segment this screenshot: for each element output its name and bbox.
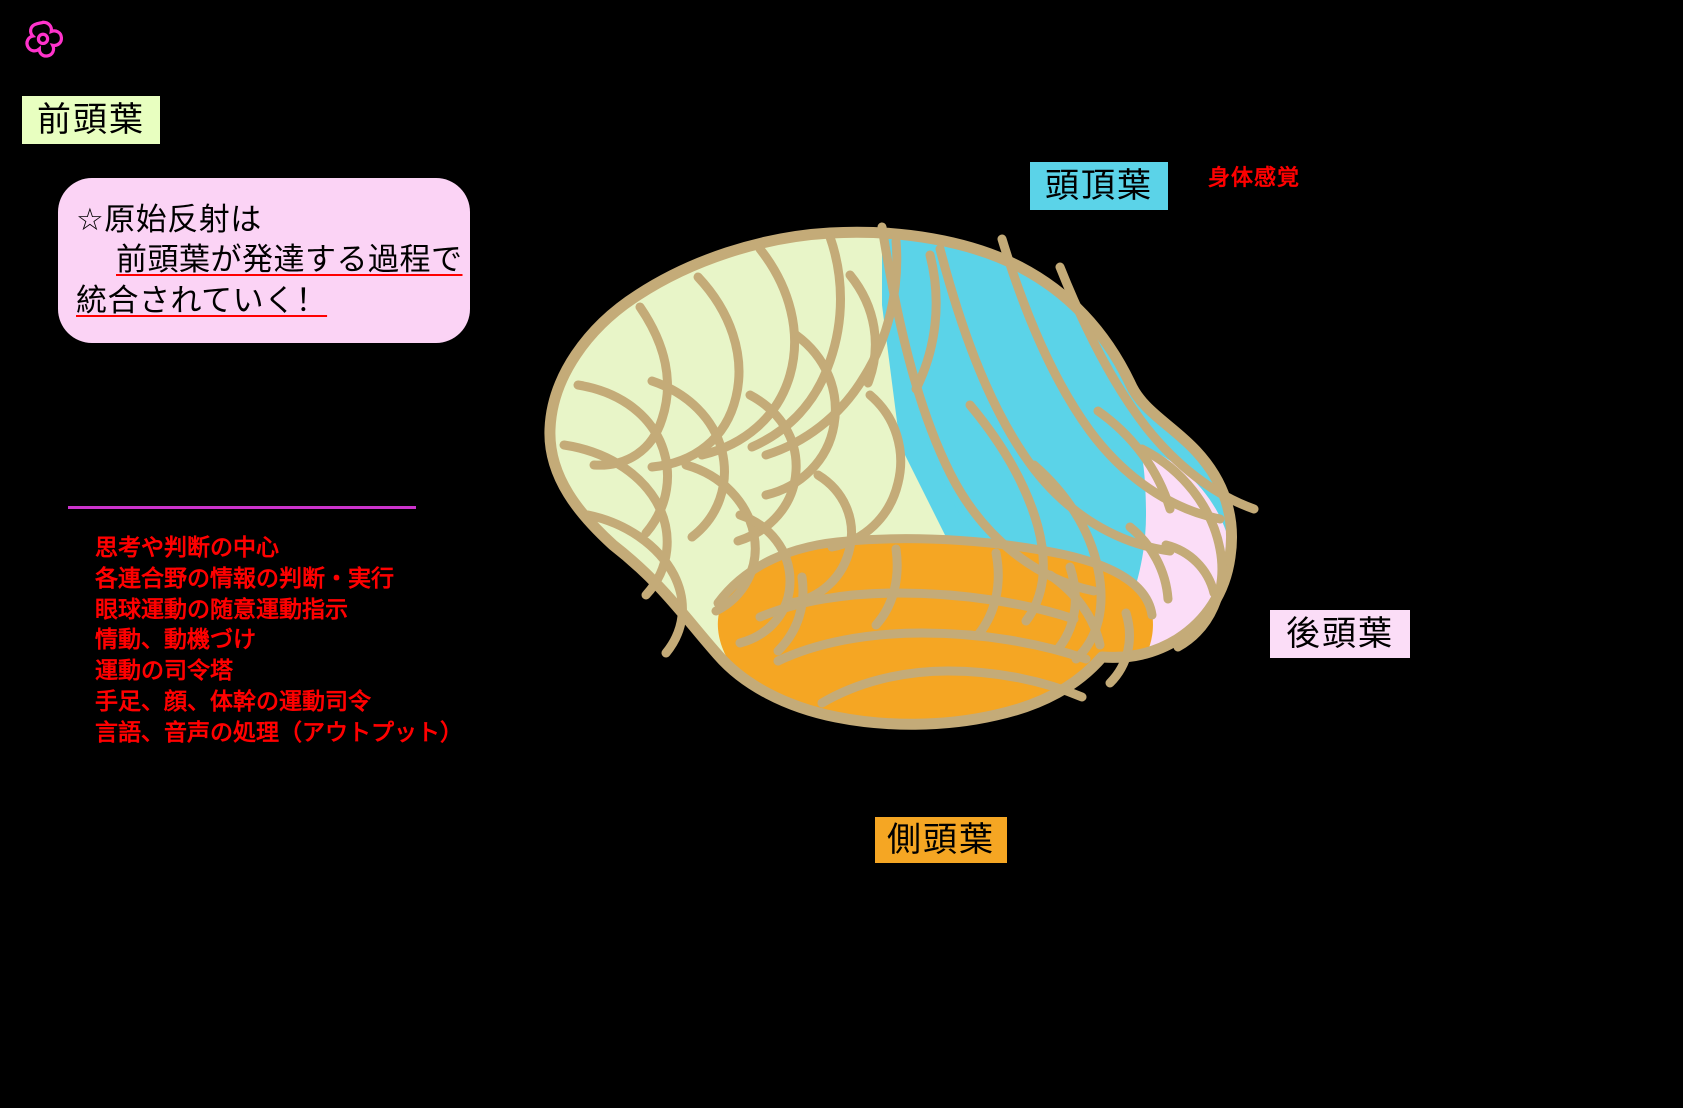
label-parietal-lobe: 頭頂葉 (1030, 162, 1168, 210)
list-item: 思考や判断の中心 (95, 535, 279, 561)
label-somatic-sensation: 身体感覚 (1208, 166, 1301, 191)
list-item: 眼球運動の随意運動指示 (95, 596, 348, 623)
callout-line-3-wrap: 統合されていく！ (76, 281, 452, 321)
callout-line-1: ☆原始反射は (76, 202, 262, 238)
label-parietal-lobe-text: 頭頂葉 (1045, 166, 1153, 206)
callout-line-2: 前頭葉が発達する過程で (116, 242, 463, 279)
label-temporal-lobe: 側頭葉 (875, 817, 1007, 863)
divider-rule (68, 506, 416, 509)
callout-line-2-wrap: 前頭葉が発達する過程で (76, 240, 462, 280)
label-frontal-lobe-text: 前頭葉 (37, 100, 145, 140)
brain-lateral-view-diagram (544, 222, 1259, 730)
list-item: 情動、動機づけ (95, 627, 256, 654)
frontal-lobe-function-list: 思考や判断の中心 各連合野の情報の判断・実行 眼球運動の随意運動指示 情動、動機… (95, 533, 575, 749)
list-item: 各連合野の情報の判断・実行 (95, 565, 394, 592)
list-item: 運動の司令塔 (95, 658, 233, 685)
callout-line-3: 統合されていく！ (76, 282, 328, 319)
label-frontal-lobe: 前頭葉 (22, 96, 160, 144)
label-occipital-lobe-text: 後頭葉 (1286, 614, 1394, 654)
brain-sulci-lines (559, 222, 1259, 708)
label-occipital-lobe: 後頭葉 (1270, 610, 1410, 658)
brain-outline (544, 226, 1237, 730)
flower-icon (25, 20, 64, 58)
label-temporal-lobe-text: 側頭葉 (887, 820, 995, 860)
list-item: 言語、音声の処理（アウトプット） (95, 719, 463, 746)
primitive-reflex-callout: ☆原始反射は 前頭葉が発達する過程で 統合されていく！ (58, 178, 470, 343)
list-item: 手足、顔、体幹の運動司令 (95, 689, 371, 716)
